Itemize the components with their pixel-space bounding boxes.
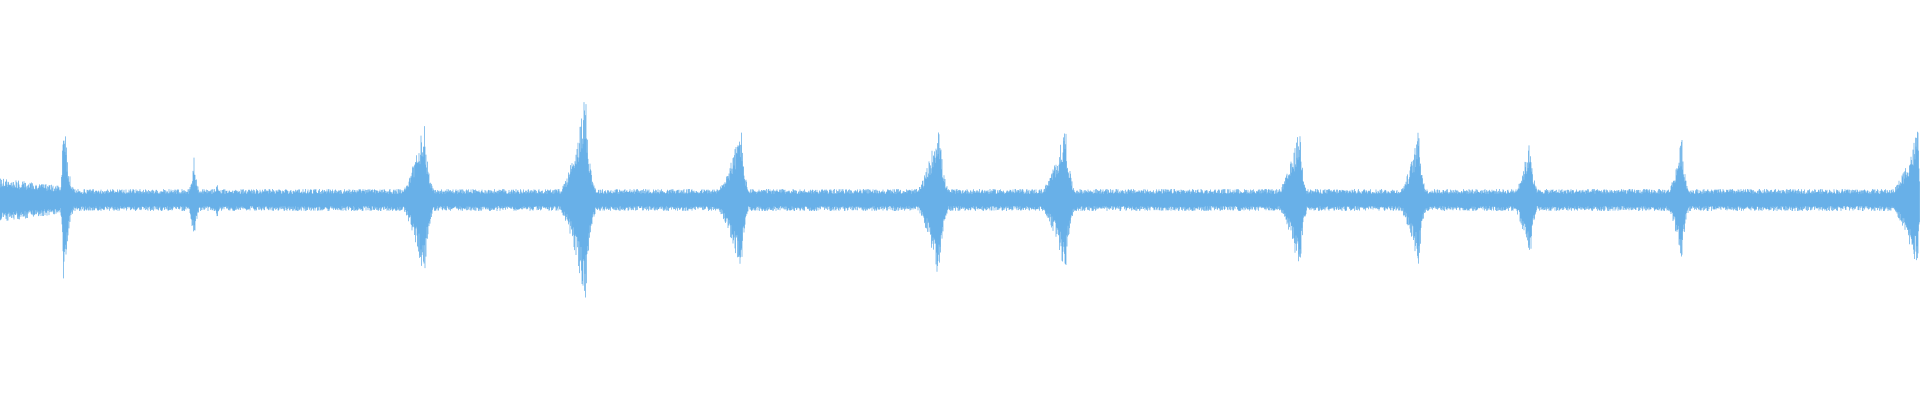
waveform-samples: [0, 102, 1920, 298]
